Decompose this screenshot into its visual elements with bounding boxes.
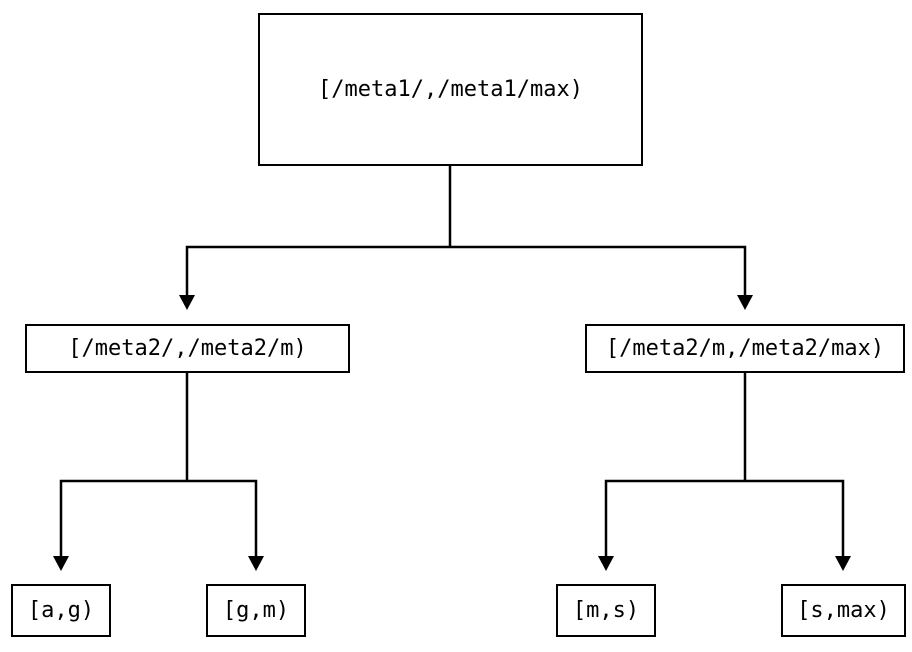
tree-leaf-ms: [m,s) — [556, 584, 656, 637]
connector-left-bracket — [59, 479, 258, 557]
tree-node-root: [/meta1/,/meta1/max) — [258, 13, 643, 166]
arrowhead-to-leaf-ms — [598, 556, 614, 571]
tree-leaf-ag-label: [a,g) — [27, 598, 95, 623]
tree-leaf-smax: [s,max) — [781, 584, 906, 637]
tree-leaf-smax-label: [s,max) — [797, 598, 890, 623]
arrowhead-to-leaf-smax — [835, 556, 851, 571]
tree-node-left-child-label: [/meta2/,/meta2/m) — [68, 336, 307, 361]
tree-leaf-gm: [g,m) — [206, 584, 306, 637]
arrowhead-to-left-node — [179, 295, 195, 310]
arrowhead-to-leaf-gm — [248, 556, 264, 571]
arrowhead-to-right-node — [737, 295, 753, 310]
tree-node-root-label: [/meta1/,/meta1/max) — [318, 77, 583, 102]
arrowhead-to-leaf-ag — [53, 556, 69, 571]
tree-node-left-child: [/meta2/,/meta2/m) — [25, 324, 350, 373]
connector-right-bracket — [604, 479, 845, 557]
connector-level1-bracket — [185, 245, 747, 296]
tree-leaf-ag: [a,g) — [11, 584, 111, 637]
tree-node-right-child: [/meta2/m,/meta2/max) — [585, 324, 905, 373]
tree-leaf-gm-label: [g,m) — [222, 598, 290, 623]
tree-leaf-ms-label: [m,s) — [572, 598, 640, 623]
tree-node-right-child-label: [/meta2/m,/meta2/max) — [605, 336, 885, 361]
